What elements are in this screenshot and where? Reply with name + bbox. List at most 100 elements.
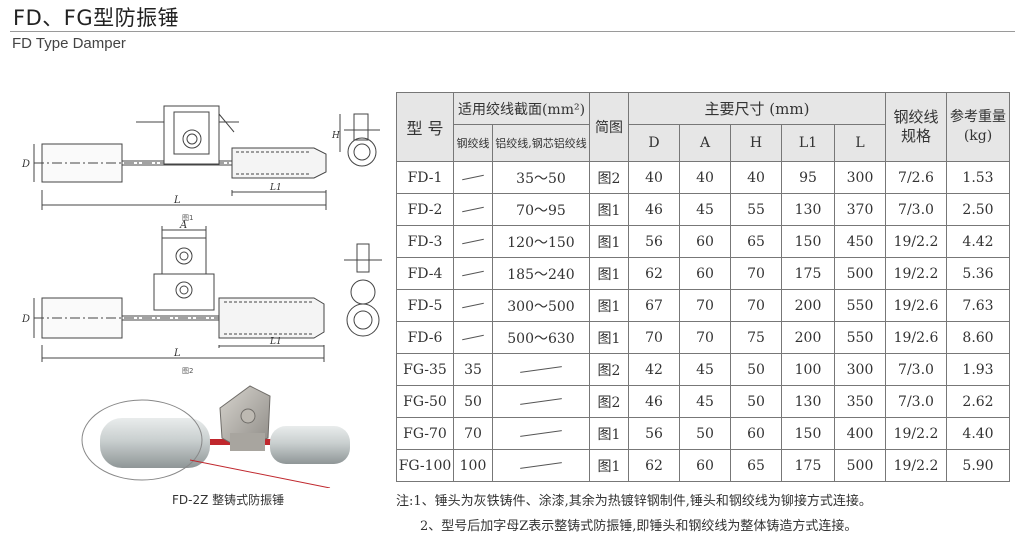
cell-d: 40	[628, 161, 680, 194]
header-weight: 参考重量(kg)	[946, 92, 1010, 162]
cell-diagram: 图1	[589, 193, 629, 226]
cell-d: 46	[628, 385, 680, 418]
cell-diagram: 图2	[589, 385, 629, 418]
cell-l: 550	[834, 321, 886, 354]
cell-l: 370	[834, 193, 886, 226]
cell-l: 400	[834, 417, 886, 450]
dash-mark	[462, 270, 484, 277]
cell-alu: 70～95	[492, 193, 590, 226]
notes: 注:1、锤头为灰铁铸件、涂漆,其余为热镀锌钢制件,锤头和钢绞线为铆接方式连接。 …	[396, 489, 872, 539]
header-h: H	[730, 124, 782, 162]
cell-steel: 70	[453, 417, 493, 450]
photo-caption: FD-2Z 整铸式防振锤	[172, 493, 285, 507]
cell-weight: 8.60	[946, 321, 1010, 354]
table-header-row-1: 型 号 适用绞线截面(mm²) 简图 主要尺寸 (mm) 钢绞线规格 参考重量(…	[396, 92, 1010, 162]
cell-a: 70	[679, 321, 731, 354]
fig2-dim-d: D	[21, 314, 30, 325]
cell-d: 46	[628, 193, 680, 226]
header-alu: 铝绞线,钢芯铝绞线	[492, 124, 590, 162]
header-a: A	[679, 124, 731, 162]
header-l: L	[834, 124, 886, 162]
dash-mark	[462, 206, 484, 213]
cell-model: FD-2	[396, 193, 454, 226]
fig2-dim-l1: L1	[269, 337, 282, 347]
cell-alu	[492, 385, 590, 418]
header-steel: 钢绞线	[453, 124, 493, 162]
cell-l: 550	[834, 289, 886, 322]
figure-2-drawing: A D L L1 图2	[21, 220, 382, 375]
cell-spec: 19/2.2	[885, 449, 947, 482]
dash-mark	[462, 174, 484, 181]
cell-h: 70	[730, 257, 782, 290]
fig1-dim-l: L	[173, 195, 181, 206]
dash-mark	[520, 398, 562, 405]
fig2-caption: 图2	[182, 367, 193, 375]
cell-weight: 5.90	[946, 449, 1010, 482]
cell-a: 60	[679, 225, 731, 258]
cell-h: 50	[730, 385, 782, 418]
dash-mark	[462, 238, 484, 245]
cell-a: 50	[679, 417, 731, 450]
table-header-row-2: 钢绞线 铝绞线,钢芯铝绞线 D A H L1 L	[397, 124, 1010, 162]
cell-weight: 1.53	[946, 161, 1010, 194]
cell-steel	[453, 161, 493, 194]
page-subtitle: FD Type Damper	[12, 35, 126, 52]
cell-a: 70	[679, 289, 731, 322]
header-section: 适用绞线截面(mm²)	[453, 92, 590, 125]
cell-l: 500	[834, 449, 886, 482]
cell-model: FG-100	[396, 449, 454, 482]
cell-model: FD-1	[396, 161, 454, 194]
cell-a: 45	[679, 385, 731, 418]
cell-model: FD-6	[396, 321, 454, 354]
cell-d: 62	[628, 449, 680, 482]
cell-d: 70	[628, 321, 680, 354]
header-d: D	[628, 124, 680, 162]
cell-spec: 7/3.0	[885, 385, 947, 418]
fig2-dim-a: A	[179, 220, 187, 231]
cell-steel	[453, 289, 493, 322]
cell-weight: 5.36	[946, 257, 1010, 290]
fd-2z-damper-photo	[81, 385, 350, 488]
note-1: 注:1、锤头为灰铁铸件、涂漆,其余为热镀锌钢制件,锤头和钢绞线为铆接方式连接。	[396, 494, 872, 509]
cell-weight: 4.42	[946, 225, 1010, 258]
cell-l1: 130	[781, 385, 835, 418]
cell-a: 60	[679, 257, 731, 290]
cell-alu	[492, 353, 590, 386]
cell-model: FD-3	[396, 225, 454, 258]
cell-model: FG-35	[396, 353, 454, 386]
cell-d: 62	[628, 257, 680, 290]
cell-a: 45	[679, 353, 731, 386]
cell-steel: 100	[453, 449, 493, 482]
cell-d: 42	[628, 353, 680, 386]
cell-alu: 120～150	[492, 225, 590, 258]
cell-diagram: 图1	[589, 225, 629, 258]
spec-table: 型 号 适用绞线截面(mm²) 简图 主要尺寸 (mm) 钢绞线规格 参考重量(…	[396, 92, 1010, 482]
cell-l: 500	[834, 257, 886, 290]
cell-diagram: 图1	[589, 321, 629, 354]
page-title: FD、FG型防振锤	[13, 6, 180, 30]
cell-h: 75	[730, 321, 782, 354]
header-dims: 主要尺寸 (mm)	[628, 92, 886, 125]
cell-steel	[453, 257, 493, 290]
cell-l1: 175	[781, 449, 835, 482]
cell-weight: 7.63	[946, 289, 1010, 322]
fig1-dim-l1: L1	[269, 183, 282, 193]
note-2: 2、型号后加字母Z表示整铸式防振锤,即锤头和钢绞线为整体铸造方式连接。	[420, 519, 858, 534]
cell-l1: 95	[781, 161, 835, 194]
dash-mark	[520, 462, 562, 469]
cell-alu: 300～500	[492, 289, 590, 322]
header-spec: 钢绞线规格	[885, 92, 947, 162]
cell-alu	[492, 449, 590, 482]
dash-mark	[462, 302, 484, 309]
cell-d: 67	[628, 289, 680, 322]
cell-spec: 19/2.6	[885, 289, 947, 322]
dash-mark	[520, 430, 562, 437]
